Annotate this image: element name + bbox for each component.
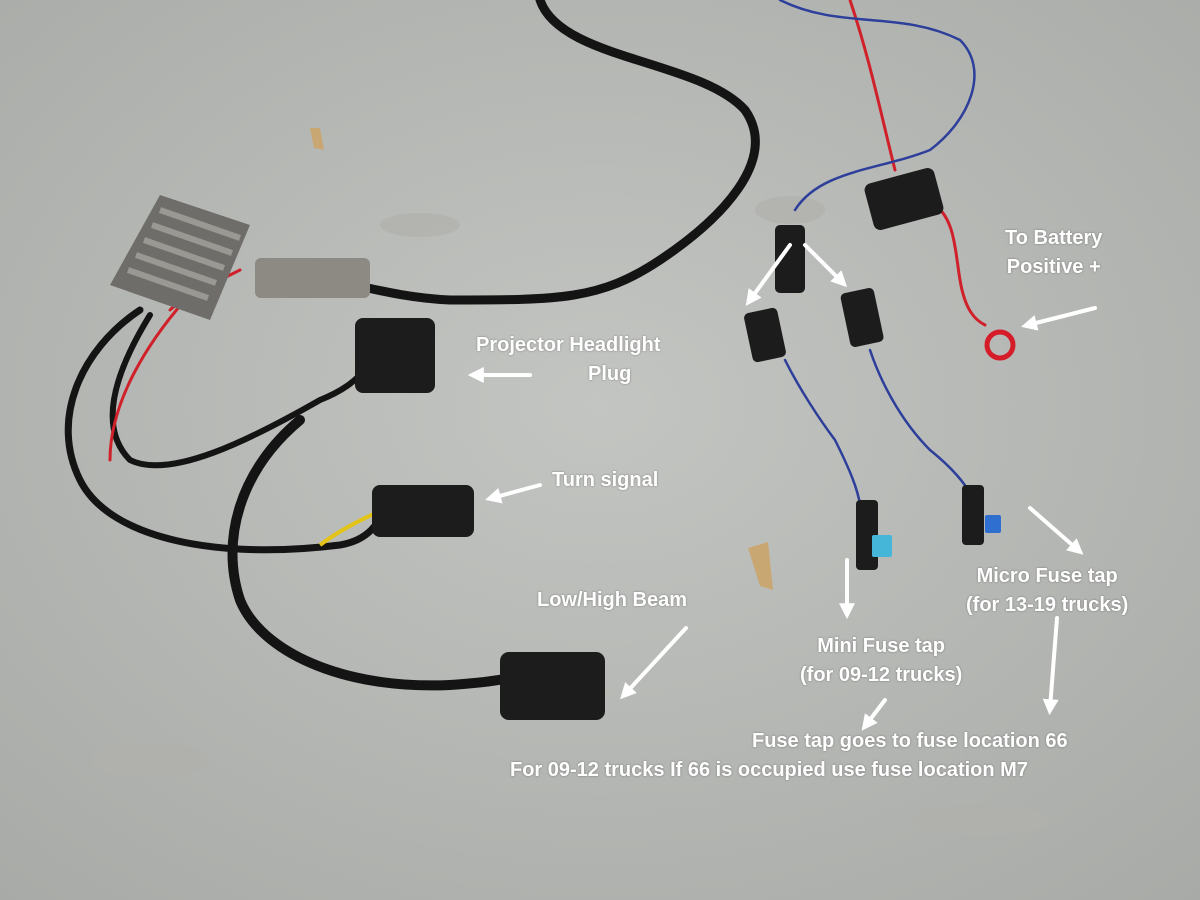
arrow-icon xyxy=(745,243,792,306)
inline-fuse-holder xyxy=(864,168,944,230)
micro-fuse xyxy=(985,515,1001,533)
mini-fuse xyxy=(872,535,892,557)
projector-headlight-line1: Projector Headlight xyxy=(476,334,661,356)
mini-fuse-label: Mini Fuse tap (for 09-12 trucks) xyxy=(800,632,962,690)
arrow-icon xyxy=(485,483,542,504)
battery-line2: Positive + xyxy=(1006,256,1101,278)
micro-fuse-tap-body xyxy=(962,485,984,545)
arrow-icon xyxy=(803,243,848,288)
battery-line1: To Battery xyxy=(1005,227,1103,249)
micro-fuse-line2: (for 13-19 trucks) xyxy=(966,594,1129,616)
beam-plug-body xyxy=(500,652,605,720)
projector-headlight-label: Projector Headlight Plug xyxy=(476,331,660,389)
micro-fuse-label: Micro Fuse tap (for 13-19 trucks) xyxy=(966,562,1128,620)
low-high-beam-label: Low/High Beam xyxy=(537,586,687,615)
projector-headlight-line2: Plug xyxy=(588,363,632,385)
load-resistor-module xyxy=(110,195,250,320)
arrow-icon xyxy=(1028,506,1084,555)
tan-connector xyxy=(255,258,370,298)
arrow-icon xyxy=(620,626,688,700)
low-high-beam-text: Low/High Beam xyxy=(537,589,688,611)
arrow-icon xyxy=(1042,616,1059,716)
blue-wires xyxy=(778,0,976,507)
turn-signal-text: Turn signal xyxy=(552,469,659,491)
black-harness-wires xyxy=(64,0,760,691)
fuse-location-line1: Fuse tap goes to fuse location 66 xyxy=(752,730,1068,752)
annotation-arrows xyxy=(467,243,1097,731)
micro-fuse-line1: Micro Fuse tap xyxy=(976,565,1118,587)
pigtail-connector-right xyxy=(840,287,884,347)
ring-terminal xyxy=(984,329,1016,361)
floor-chip-small xyxy=(310,128,324,150)
pigtail-connector-center xyxy=(775,225,805,293)
pigtail-connector-left xyxy=(744,307,786,363)
mini-fuse-line1: Mini Fuse tap xyxy=(817,635,946,657)
fuse-location-line2: For 09-12 trucks If 66 is occupied use f… xyxy=(510,759,1028,781)
fuse-location-label: Fuse tap goes to fuse location 66 For 09… xyxy=(510,727,1068,785)
headlight-plug-body xyxy=(355,318,435,393)
turn-signal-plug-body xyxy=(372,485,474,537)
floor-chip xyxy=(748,542,773,590)
arrow-icon xyxy=(861,698,887,731)
battery-label: To Battery Positive + xyxy=(1005,224,1102,282)
turn-signal-label: Turn signal xyxy=(552,466,658,495)
arrow-icon xyxy=(1021,306,1097,331)
mini-fuse-line2: (for 09-12 trucks) xyxy=(800,664,963,686)
floor-stains xyxy=(90,196,1050,836)
